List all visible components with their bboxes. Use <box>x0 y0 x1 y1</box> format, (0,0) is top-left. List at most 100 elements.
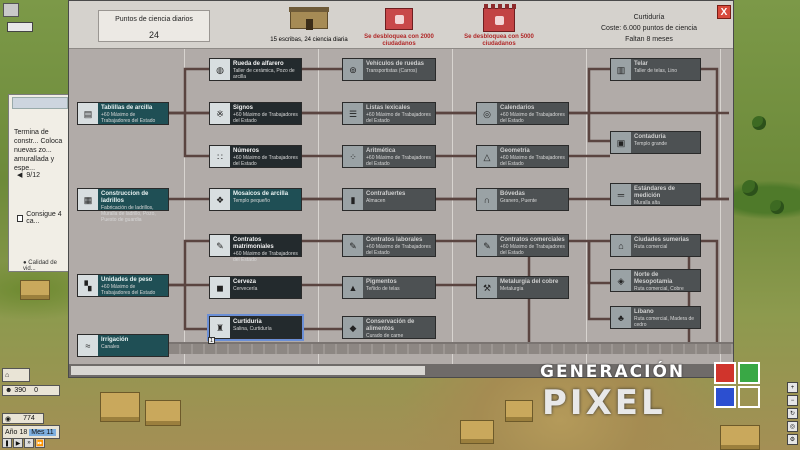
tech-node-geometria[interactable]: △Geometría+60 Máximo de Trabajadores del… <box>476 145 569 168</box>
tech-node-calendarios[interactable]: ◎Calendarios+60 Máximo de Trabajadores d… <box>476 102 569 125</box>
logo-square-blue <box>714 386 736 408</box>
logo-square-green <box>738 362 760 384</box>
zoom-in-icon[interactable]: + <box>787 382 798 393</box>
tech-node-pesos[interactable]: ▚Unidades de peso+60 Máximo de Trabajado… <box>77 274 169 297</box>
school-building[interactable]: 15 escribas, 24 ciencia diaria <box>249 7 369 44</box>
food-icon: ◆ <box>343 317 363 338</box>
menu-icon[interactable] <box>3 3 19 17</box>
tech-node-desc: Granero, Puente <box>500 198 537 204</box>
zoom-out-icon[interactable]: − <box>787 395 798 406</box>
tech-node-desc: Curado de carne <box>366 333 404 339</box>
numbers-icon: ∷ <box>210 146 230 167</box>
tech-node-title: Vehículos de ruedas <box>366 61 425 67</box>
quality-of-life-label: ● Calidad de vid... <box>23 260 57 272</box>
watermark-line2: PIXEL <box>542 383 666 423</box>
tech-node-desc: Taller de cerámica, Pozo de arcilla <box>233 68 295 80</box>
tech-node-tablillas[interactable]: ▤Tablillas de arcilla+60 Máximo de Traba… <box>77 102 169 125</box>
coin-icon: ◉ <box>5 415 12 423</box>
faster-icon[interactable]: ⏩ <box>35 438 45 448</box>
tech-node-signos[interactable]: ※Signos+60 Máximo de Trabajadores del Es… <box>209 102 302 125</box>
pigment-icon: ▲ <box>343 277 363 298</box>
arrow-left-icon[interactable]: ◀ <box>17 172 23 179</box>
locked-building-2[interactable]: Se desbloquea con 5000 ciudadanos <box>449 4 549 48</box>
tech-node-text: Aritmética+60 Máximo de Trabajadores del… <box>363 146 435 169</box>
tablet-icon: ▤ <box>78 103 98 124</box>
city-icon-row[interactable]: ⌂ <box>2 368 30 382</box>
pause-icon[interactable]: ❚ <box>2 438 12 448</box>
camera-icon[interactable]: ◎ <box>787 421 798 432</box>
tech-node-matrimoniales[interactable]: ✎Contratos matrimoniales+60 Máximo de Tr… <box>209 234 302 263</box>
tech-node-desc: Canales <box>101 344 120 350</box>
tech-node-desc: Almacen <box>366 198 386 204</box>
locked-building-1[interactable]: Se desbloquea con 2000 ciudadanos <box>349 8 449 48</box>
tech-node-listas[interactable]: ☰Listas lexicales+60 Máximo de Trabajado… <box>342 102 436 125</box>
tech-node-desc: Templo grande <box>634 141 668 147</box>
tech-node-title: Líbano <box>634 309 654 315</box>
city-stats: ⌂ ☻ 390 0 ◉ 774 Año 18 Mes 11 <box>0 368 64 450</box>
speed-controls: ❚ ▶ » ⏩ <box>2 438 45 448</box>
date-row: Año 18 Mes 11 <box>2 425 60 439</box>
tech-node-numeros[interactable]: ∷Números+60 Máximo de Trabajadores del E… <box>209 145 302 168</box>
fast-forward-icon[interactable]: » <box>24 438 34 448</box>
quest-pager[interactable]: ◀ 9/12 <box>17 171 40 180</box>
tech-node-laborales[interactable]: ✎Contratos laborales+60 Máximo de Trabaj… <box>342 234 436 257</box>
tech-node-title: Irrigación <box>101 337 129 343</box>
scrollbar-thumb[interactable] <box>71 366 425 375</box>
horizontal-scrollbar[interactable] <box>69 364 733 377</box>
watermark-squares <box>714 362 774 422</box>
tech-node-text: Listas lexicales+60 Máximo de Trabajador… <box>363 103 435 126</box>
close-button[interactable]: X <box>717 5 731 19</box>
selected-tech-info: Curtiduría Coste: 6.000 puntos de cienci… <box>569 12 729 45</box>
tech-node-aritmetica[interactable]: ⁘Aritmética+60 Máximo de Trabajadores de… <box>342 145 436 168</box>
tech-node-text: Contratos comerciales+60 Máximo de Traba… <box>497 235 568 258</box>
tech-node-title: Contaduría <box>634 134 666 140</box>
population-icon: ☻ <box>5 387 13 394</box>
tech-node-text: Calendarios+60 Máximo de Trabajadores de… <box>497 103 568 126</box>
quest-text: Termina de constr... Coloca nuevas zo...… <box>14 129 63 172</box>
science-points-label: Puntos de ciencia diarios <box>115 16 193 23</box>
money-row: ◉ 774 <box>2 413 44 424</box>
tech-node-text: Tablillas de arcilla+60 Máximo de Trabaj… <box>98 103 168 126</box>
tech-node-desc: +60 Máximo de Trabajadores del Estado <box>366 112 431 124</box>
tech-node-title: Norte de Mesopotamia <box>634 272 673 285</box>
tech-node-comerciales[interactable]: ✎Contratos comerciales+60 Máximo de Trab… <box>476 234 569 257</box>
tech-node-desc: Muralla alta <box>634 200 660 206</box>
abacus-icon: ⁘ <box>343 146 363 167</box>
tech-node-title: Rueda de alfarero <box>233 61 284 67</box>
house-sprite <box>505 400 533 422</box>
minimap-toggle[interactable] <box>7 22 33 32</box>
house-sprite <box>720 425 760 450</box>
rotate-icon[interactable]: ↻ <box>787 408 798 419</box>
column-divider <box>184 49 185 364</box>
contract-icon: ✎ <box>343 235 363 256</box>
ruler-icon: ═ <box>611 184 631 205</box>
play-icon[interactable]: ▶ <box>13 438 23 448</box>
selected-tech-title: Curtiduría <box>633 14 665 21</box>
tech-node-desc: +60 Máximo de Trabajadores del Estado <box>233 155 298 167</box>
settings-icon[interactable]: ⚙ <box>787 434 798 445</box>
quest-tabs[interactable] <box>12 97 68 109</box>
tech-node-title: Pigmentos <box>366 279 397 285</box>
